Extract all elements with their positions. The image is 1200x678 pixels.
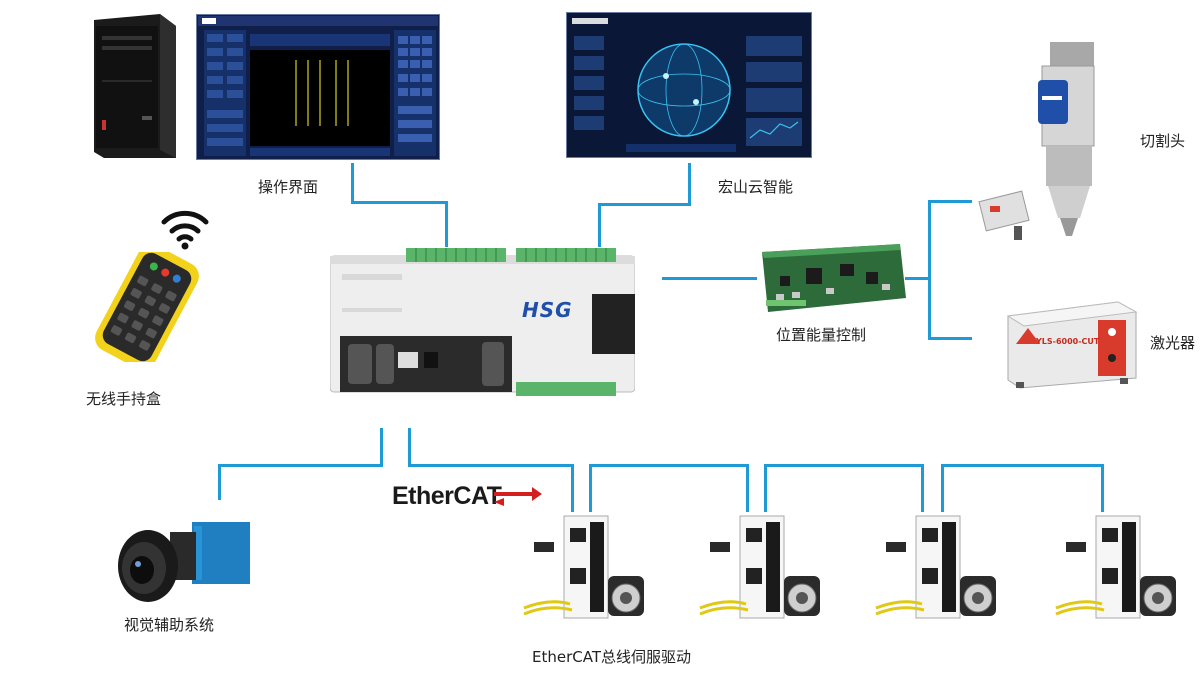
wire-servo4-down — [1101, 464, 1104, 512]
industrial-camera-icon — [110, 508, 256, 612]
wire-ctrl-to-servo-v — [408, 428, 411, 466]
wire-cloud-to-ctrl — [598, 203, 601, 247]
cloud-dashboard-icon — [566, 12, 812, 158]
wire-ui-down — [351, 163, 354, 203]
wifi-icon — [160, 206, 210, 250]
wire-bus-vertical — [928, 200, 931, 340]
laser-source-icon — [1000, 298, 1138, 390]
wire-camera-down — [218, 464, 221, 500]
laser-brand-text: YLS-6000-CUT — [1036, 337, 1100, 346]
cloud-label: 宏山云智能 — [718, 178, 794, 196]
wire-ctrl-to-servo-h — [408, 464, 574, 467]
wire-servo1-down — [571, 464, 574, 512]
wire-servo23-h — [764, 464, 924, 467]
wire-servo1-up — [589, 466, 592, 512]
pcb-board-icon — [756, 242, 908, 316]
wire-servo3-down — [921, 464, 924, 512]
controller-brand-logo: HSG — [522, 298, 573, 322]
wire-servo3-up — [941, 466, 944, 512]
operator-screen-icon — [196, 14, 440, 160]
wire-ctrl-to-board — [662, 277, 757, 280]
wire-cloud-down — [688, 163, 691, 205]
wire-servo2-down — [746, 464, 749, 512]
wireless-pendant-label: 无线手持盒 — [86, 390, 162, 408]
wire-servo2-up — [764, 466, 767, 512]
vision-system-label: 视觉辅助系统 — [124, 616, 215, 634]
servo-drive-icon — [520, 512, 650, 622]
position-energy-control-label: 位置能量控制 — [776, 326, 867, 344]
wire-cloud-horizontal — [598, 203, 691, 206]
wire-servo34-h — [941, 464, 1104, 467]
ethercat-logo: EtherCAT — [392, 482, 542, 511]
ethercat-logo-text: EtherCAT — [392, 482, 502, 510]
cutting-head-label: 切割头 — [1140, 132, 1186, 150]
wire-board-to-bus — [905, 277, 930, 280]
servo-drive-icon — [872, 512, 1002, 622]
wire-ctrl-to-camera-h — [218, 464, 383, 467]
wire-bus-to-head — [928, 200, 972, 203]
wireless-pendant-icon — [88, 252, 206, 362]
wire-ui-to-ctrl — [445, 201, 448, 247]
laser-label: 激光器 — [1150, 334, 1196, 352]
desktop-pc-icon — [86, 12, 178, 160]
operation-ui-label: 操作界面 — [258, 178, 319, 196]
wire-bus-to-laser — [928, 337, 972, 340]
servo-drive-icon — [1052, 512, 1182, 622]
wire-servo12-h — [589, 464, 749, 467]
servo-drive-icon — [696, 512, 826, 622]
cutting-head-icon — [976, 40, 1116, 246]
servo-drives-label: EtherCAT总线伺服驱动 — [532, 648, 691, 666]
ethercat-arrows-icon — [494, 487, 542, 506]
wire-ctrl-to-camera-v — [380, 428, 383, 466]
controller-icon — [330, 244, 635, 400]
wire-ui-horizontal — [351, 201, 447, 204]
